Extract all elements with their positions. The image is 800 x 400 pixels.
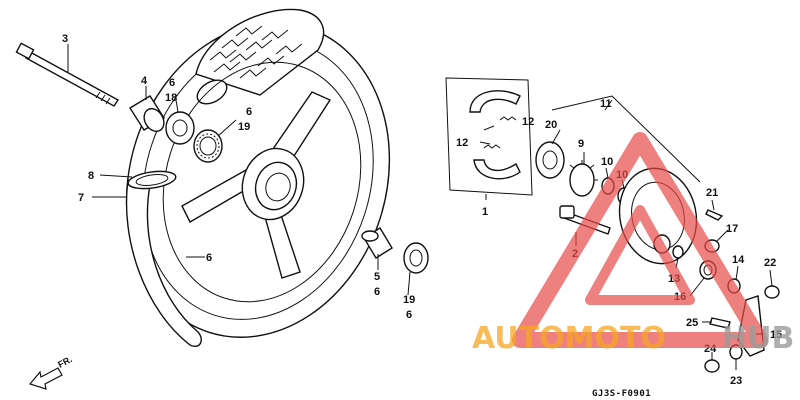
watermark-triangle-icon	[512, 132, 768, 348]
speedometer-gear	[569, 160, 598, 197]
callout-14: 14	[732, 254, 745, 266]
wheel-rim-spokes	[162, 61, 362, 303]
callout-3: 3	[62, 33, 68, 45]
callout-9: 9	[578, 138, 584, 150]
automotohub-watermark: AUTOMOTO HUB	[472, 132, 794, 356]
direction-arrow-icon	[28, 367, 63, 390]
callout-19: 19	[403, 294, 415, 306]
callout-20: 20	[545, 119, 557, 131]
callout-17: 17	[726, 223, 738, 235]
front-direction-indicator: FR.	[28, 354, 74, 390]
dust-seal-19-right	[403, 242, 429, 274]
dust-seal-19-left	[193, 129, 223, 163]
tire-section	[125, 170, 202, 347]
callout-19: 19	[238, 121, 250, 133]
nut-22	[764, 285, 780, 299]
watermark-word-automoto: AUTOMOTO	[472, 321, 666, 356]
direction-label: FR.	[56, 354, 73, 370]
bearing-18	[165, 111, 195, 145]
collar-left	[129, 95, 165, 133]
callout-6: 6	[206, 252, 212, 264]
callout-6: 6	[169, 77, 175, 89]
callout-15: 15	[770, 329, 782, 341]
leader-lines	[67, 44, 773, 370]
callout-8: 8	[88, 170, 94, 182]
callout-10: 10	[601, 156, 613, 168]
brake-shoes	[469, 90, 521, 180]
nut-24	[704, 359, 720, 373]
callout-25: 25	[686, 317, 698, 329]
bolt-21	[705, 209, 724, 221]
front-axle	[15, 42, 120, 107]
callout-6: 6	[374, 286, 380, 298]
callout-7: 7	[78, 192, 84, 204]
dust-seal-20	[535, 141, 565, 179]
callout-11: 11	[600, 98, 612, 110]
callout-21: 21	[706, 187, 718, 199]
diagram-code: GJ3S-F0901	[592, 389, 651, 399]
collar-5	[361, 227, 393, 259]
callout-6: 6	[406, 309, 412, 321]
callout-23: 23	[730, 375, 742, 387]
brake-panel-bracket	[551, 95, 701, 183]
callout-18: 18	[165, 92, 177, 104]
callout-1: 1	[482, 206, 488, 218]
callout-12: 12	[522, 116, 534, 128]
brake-shoe-box	[445, 77, 533, 196]
callout-5: 5	[374, 271, 380, 283]
washer-13	[672, 245, 684, 259]
callout-4: 4	[141, 75, 148, 87]
watermark-word-hub: HUB	[722, 321, 794, 356]
callout-12: 12	[456, 137, 468, 149]
callout-6: 6	[246, 106, 252, 118]
callout-22: 22	[764, 257, 776, 269]
